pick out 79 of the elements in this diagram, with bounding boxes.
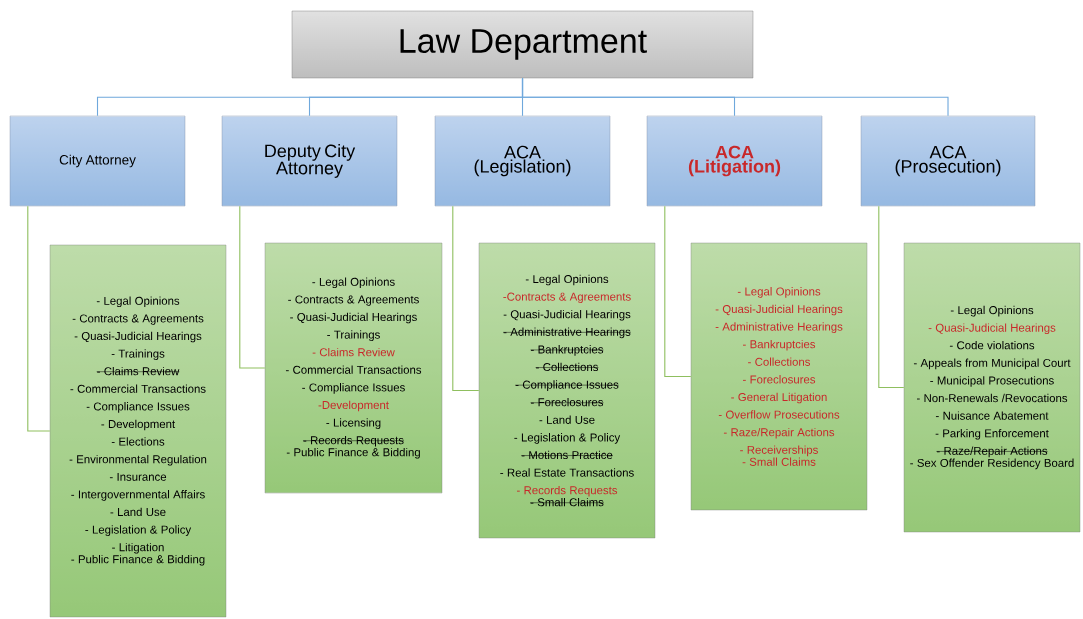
list-item: - Municipal Prosecutions [930, 376, 1054, 387]
list-item: - Claims Review [96, 366, 180, 376]
list-item: - Bankruptcies [743, 339, 816, 351]
list-item: - Intergovernmental Affairs [71, 490, 205, 501]
list-item: - Quasi-Judicial Hearings [74, 331, 202, 343]
list-item: - Licensing [326, 418, 381, 429]
list-item: - Raze/Repair Actions [723, 427, 835, 439]
list-item: - Records Requests [302, 435, 405, 447]
list-item: - Non-Renewals /Revocations [916, 393, 1068, 403]
connector-line [239, 205, 266, 369]
connector-line [664, 205, 692, 378]
duty-list-box [690, 242, 868, 511]
connector-line [878, 205, 905, 389]
list-item: - Receiverships [740, 445, 818, 457]
list-item: - Small Claims [529, 497, 605, 507]
list-item: - Foreclosures [530, 397, 604, 407]
list-item: - Contracts & Agreements [288, 295, 419, 306]
list-item: - Foreclosures [743, 375, 816, 384]
role-box: City Attorney [9, 115, 186, 207]
list-item: - Trainings [111, 349, 165, 360]
list-item: - Litigation [112, 542, 164, 554]
list-item: - Development [101, 419, 176, 431]
list-item: - Raze/Repair Actions [936, 446, 1048, 458]
list-item: - Sex Offender Residency Board [910, 458, 1074, 470]
role-box: Deputy City Attorney [221, 115, 398, 207]
list-item: - Trainings [327, 330, 380, 341]
list-item: - Commercial Transactions [70, 384, 206, 393]
list-item: - Legal Opinions [737, 287, 821, 298]
list-item: - Quasi-Judicial Hearings [503, 309, 631, 321]
list-item: - Compliance Issues [86, 402, 190, 413]
list-item: - Legal Opinions [950, 305, 1034, 317]
connector-line [521, 77, 949, 117]
list-item: - Legislation & Policy [514, 433, 621, 444]
list-item: - General Litigation [731, 392, 827, 404]
list-item: - Administrative Hearings [715, 322, 843, 333]
list-item: - Parking Enforcement [935, 429, 1049, 440]
connector-line [452, 205, 480, 392]
list-item: - Appeals from Municipal Court [913, 358, 1071, 370]
list-item: - Environmental Regulation [69, 454, 207, 466]
list-item: - Compliance Issues [302, 383, 405, 394]
list-item: - Code violations [949, 341, 1035, 350]
list-item: - Insurance [109, 472, 167, 481]
list-item: - Quasi-Judicial Hearings [928, 323, 1056, 334]
connector-line [27, 205, 51, 432]
role-box: ACA (Legislation) [434, 115, 611, 207]
list-item: - Land Use [539, 415, 595, 424]
duty-list-box [903, 242, 1081, 533]
list-item: -Development [318, 400, 389, 412]
list-item: - Records Requests [516, 485, 618, 497]
duty-list-box [49, 244, 227, 618]
list-item: -Contracts & Agreements [503, 292, 631, 303]
list-item: - Claims Review [312, 347, 395, 357]
list-item: - Legal Opinions [525, 274, 609, 286]
role-box: ACA (Prosecution) [860, 115, 1036, 207]
list-item: - Real Estate Transactions [500, 468, 634, 477]
list-item: - Legal Opinions [312, 277, 395, 289]
duty-list-box [478, 242, 656, 539]
role-box: ACA (Litigation) [646, 115, 823, 207]
list-item: - Legislation & Policy [85, 525, 192, 536]
list-item: - Public Finance & Bidding [286, 447, 420, 459]
title-box: Law Department [291, 10, 754, 79]
list-item: - Legal Opinions [96, 296, 180, 308]
list-item: - Bankruptcies [530, 345, 604, 356]
list-item: - Elections [111, 437, 165, 446]
list-item: - Collections [535, 362, 599, 372]
list-item: - Nuisance Abatement [935, 411, 1049, 420]
list-item: - Collections [748, 357, 810, 366]
list-item: - Quasi-Judicial Hearings [715, 304, 843, 316]
list-item: - Administrative Hearings [502, 327, 632, 339]
list-item: - Small Claims [742, 457, 816, 466]
list-item: - Contracts & Agreements [72, 314, 204, 325]
duty-list-box [264, 242, 443, 494]
list-item: - Compliance Issues [514, 380, 620, 391]
list-item: - Commercial Transactions [285, 365, 422, 374]
list-item: - Public Finance & Bidding [71, 554, 205, 566]
list-item: - Motions Practice [521, 450, 614, 460]
list-item: - Overflow Prosecutions [718, 410, 840, 419]
list-item: - Quasi-Judicial Hearings [290, 312, 417, 324]
list-item: - Land Use [110, 507, 166, 517]
